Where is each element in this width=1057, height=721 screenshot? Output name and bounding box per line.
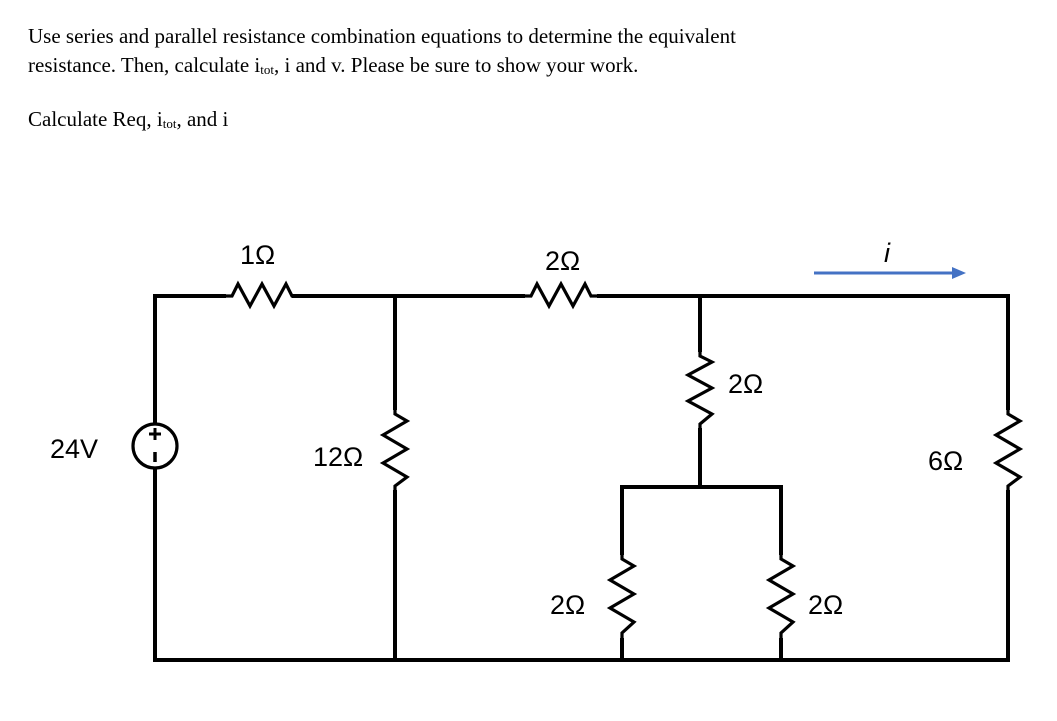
resistor-1ohm-label: 1Ω (240, 240, 275, 270)
resistor-2ohm-bottom-left-label: 2Ω (550, 590, 585, 620)
prompt-text-b: , and i (176, 107, 229, 131)
resistor-2ohm-top-label: 2Ω (545, 246, 580, 276)
prompt-text-a: Calculate Req, i (28, 107, 163, 131)
resistor-2ohm-bottom-right-icon (765, 553, 797, 640)
instructions-line-2a: resistance. Then, calculate i (28, 53, 261, 77)
resistor-2ohm-bottom-right-label: 2Ω (808, 590, 843, 620)
resistor-12ohm-icon (379, 408, 411, 492)
calculate-prompt: Calculate Req, itot, and i (28, 105, 228, 136)
prompt-subscript: tot (162, 116, 177, 131)
instructions-line-1: Use series and parallel resistance combi… (28, 24, 736, 48)
resistor-6ohm-icon (992, 408, 1024, 492)
source-label: 24V (50, 434, 98, 464)
current-arrow-icon (814, 267, 966, 279)
resistor-2ohm-bottom-left-icon (606, 553, 638, 640)
instructions-line-2b: , i and v. Please be sure to show your w… (274, 53, 639, 77)
resistor-12ohm-label: 12Ω (313, 442, 363, 472)
resistor-2ohm-middle-icon (684, 350, 716, 430)
instructions-subscript: tot (260, 62, 274, 77)
instructions-paragraph: Use series and parallel resistance combi… (28, 22, 1028, 82)
resistor-1ohm-icon (224, 280, 294, 310)
current-label: i (884, 238, 891, 268)
circuit-wires (153, 294, 1010, 662)
resistor-2ohm-top-icon (523, 280, 599, 310)
resistor-2ohm-middle-label: 2Ω (728, 369, 763, 399)
resistor-6ohm-label: 6Ω (928, 446, 963, 476)
voltage-source (131, 422, 179, 470)
source-circle-icon (131, 422, 179, 470)
